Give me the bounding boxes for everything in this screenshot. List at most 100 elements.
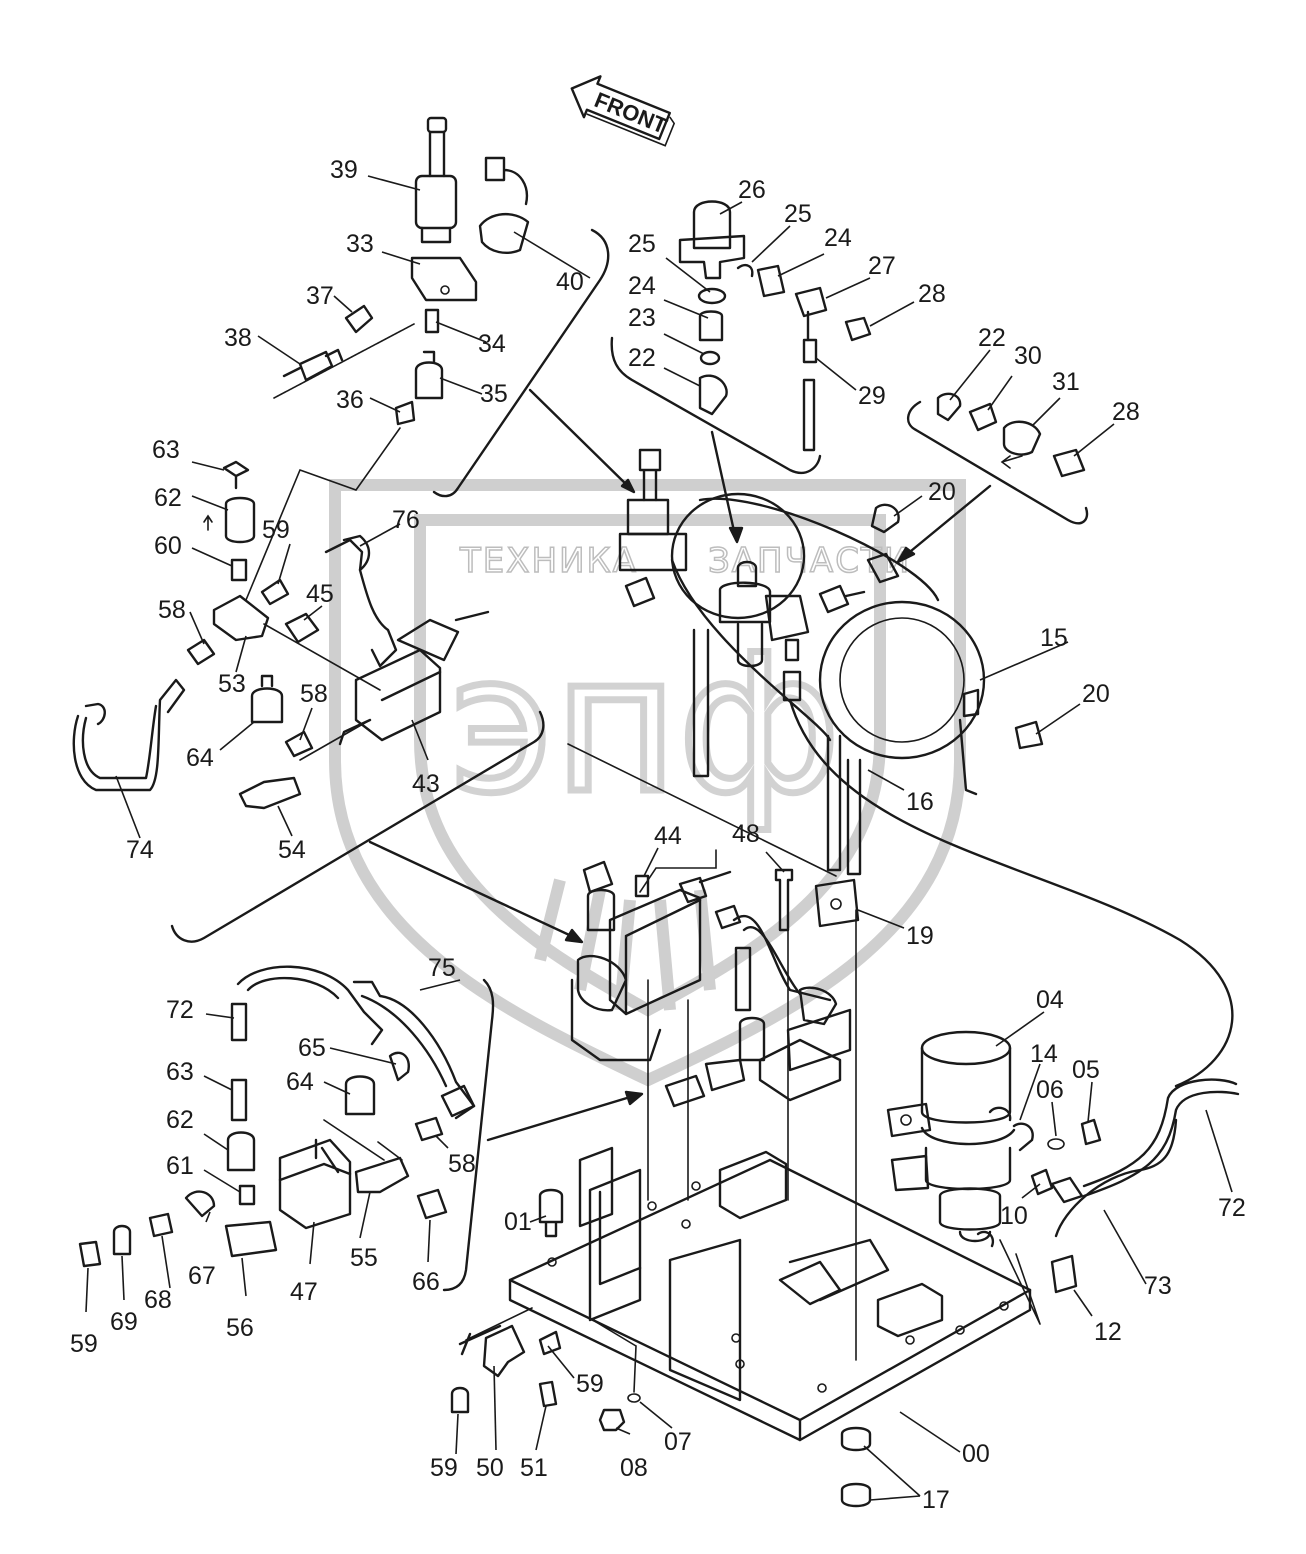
callout-14: 14 [1030,1040,1058,1068]
callout-30: 30 [1014,342,1042,370]
callout-01: 01 [504,1208,532,1236]
callout-15: 15 [1040,624,1068,652]
callout-06: 06 [1036,1076,1064,1104]
callout-59-top: 59 [262,516,290,544]
callout-58-bottom: 58 [448,1150,476,1178]
lower-center-parts [450,1188,872,1508]
callout-22-right: 22 [978,324,1006,352]
callout-05: 05 [1072,1056,1100,1084]
callout-64-top: 64 [186,744,214,772]
callout-17: 17 [922,1486,950,1514]
callout-63-bottom: 63 [166,1058,194,1086]
callout-23: 23 [628,304,656,332]
callout-60: 60 [154,532,182,560]
callout-56: 56 [226,1314,254,1342]
callout-26: 26 [738,176,766,204]
callout-20-right: 20 [1082,680,1110,708]
compressor-unit [886,1030,1240,1325]
callout-50: 50 [476,1454,504,1482]
callout-07: 07 [664,1428,692,1456]
callout-65: 65 [298,1034,326,1062]
lead-lines-check-valve [949,349,1115,457]
lead-lines-lower-left [85,979,461,1313]
callout-40: 40 [556,268,584,296]
callout-59-bottom: 59 [430,1454,458,1482]
callout-54: 54 [278,836,306,864]
lead-lines-tank [857,495,1081,929]
callout-16: 16 [906,788,934,816]
pressure-switch-assembly [282,116,530,426]
callout-33: 33 [346,230,374,258]
callout-38: 38 [224,324,252,352]
callout-55: 55 [350,1244,378,1272]
callout-72-right: 72 [1218,1194,1246,1222]
callout-22-left: 22 [628,344,656,372]
callout-59-center: 59 [576,1370,604,1398]
callout-62-bottom: 62 [166,1106,194,1134]
watermark-text-left: ТЕХНИКА [459,541,638,581]
callout-39: 39 [330,156,358,184]
callout-67: 67 [188,1262,216,1290]
callout-58-mid: 58 [300,680,328,708]
callout-76: 76 [392,506,420,534]
callout-34: 34 [478,330,506,358]
callout-64-bottom: 64 [286,1068,314,1096]
lead-lines-compressor [995,1011,1233,1317]
callout-28-right: 28 [1112,398,1140,426]
lead-lines-left [115,461,429,839]
callout-47: 47 [290,1278,318,1306]
callout-25-left: 25 [628,230,656,258]
callout-43: 43 [412,770,440,798]
callout-27: 27 [868,252,896,280]
callout-72-left: 72 [166,996,194,1024]
callout-73: 73 [1144,1272,1172,1300]
callout-25-right: 25 [784,200,812,228]
callout-20-top: 20 [928,478,956,506]
check-valve-group [936,392,1086,478]
callout-29: 29 [858,382,886,410]
callout-59-left: 59 [70,1330,98,1358]
callout-48: 48 [732,820,760,848]
callout-04: 04 [1036,986,1064,1014]
bracket-plate [508,1146,1032,1442]
solenoid-valve-cluster [72,460,490,810]
callout-08: 08 [620,1454,648,1482]
callout-31: 31 [1052,368,1080,396]
air-tank [567,448,1234,1361]
callout-28-top: 28 [918,280,946,308]
callout-61: 61 [166,1152,194,1180]
lead-lines-lower-center [455,1215,961,1501]
transfer-arrows [368,388,992,1142]
callout-44: 44 [654,822,682,850]
callout-58-left: 58 [158,596,186,624]
callout-63-top: 63 [152,436,180,464]
callout-53: 53 [218,670,246,698]
callout-35: 35 [480,380,508,408]
callout-12: 12 [1094,1318,1122,1346]
callout-66: 66 [412,1268,440,1296]
governor-assembly [678,200,872,452]
callout-37: 37 [306,282,334,310]
callout-51: 51 [520,1454,548,1482]
lower-left-fittings [78,965,476,1268]
callout-45: 45 [306,580,334,608]
callout-24-right: 24 [824,224,852,252]
callout-19: 19 [906,922,934,950]
lead-lines-center-valve [639,847,789,1201]
watermark-logo: эпф [450,614,841,835]
callout-10: 10 [1000,1202,1028,1230]
callout-24-left: 24 [628,272,656,300]
callout-68: 68 [144,1286,172,1314]
front-direction-arrow: FRONT [570,75,676,147]
group-brackets [170,228,1089,1292]
callout-74: 74 [126,836,154,864]
callout-labels: 39 33 40 37 38 34 35 36 63 62 60 59 76 4… [70,156,1246,1514]
callout-36: 36 [336,386,364,414]
callout-69: 69 [110,1308,138,1336]
lead-lines-governor [663,201,915,391]
callout-62-top: 62 [154,484,182,512]
lead-lines-top-left [245,175,591,601]
callout-00: 00 [962,1440,990,1468]
callout-75: 75 [428,954,456,982]
